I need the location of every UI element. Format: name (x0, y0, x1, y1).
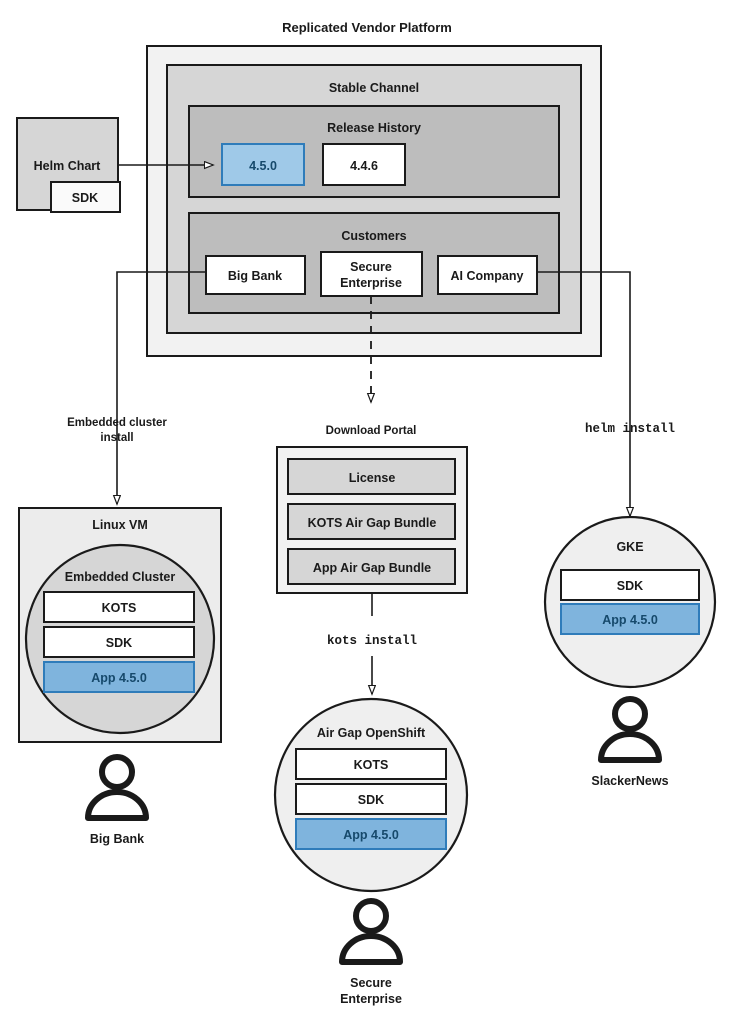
connector-label-embedded-install-line2: install (100, 432, 133, 444)
connector-label-kots-install: kots install (327, 634, 417, 648)
actor-icon-big-bank (85, 754, 149, 821)
customer-label-secure-enterprise-line1: Secure (350, 260, 392, 274)
connector-ai-company-to-gke (537, 271, 630, 516)
airgap-openshift-component-app-box[interactable] (295, 818, 447, 850)
embedded-cluster-label: Embedded Cluster (65, 570, 176, 584)
airgap-openshift-component-sdk-box[interactable] (295, 783, 447, 815)
actor-label-slackernews: SlackerNews (591, 774, 668, 788)
actor-label-big-bank: Big Bank (90, 832, 144, 846)
connector-label-helm-install: helm install (585, 422, 675, 436)
gke-component-app-label: App 4.5.0 (602, 613, 658, 627)
connector-big-bank-to-linux-vm (117, 271, 206, 504)
gke-component-sdk-box[interactable] (560, 569, 700, 601)
customer-label-big-bank: Big Bank (228, 269, 282, 283)
linux-vm-component-kots-label: KOTS (102, 601, 137, 615)
download-portal-artifact-license-box[interactable] (287, 458, 456, 495)
airgap-openshift-component-app-label: App 4.5.0 (343, 828, 399, 842)
customer-label-ai-company: AI Company (451, 269, 524, 283)
download-portal-artifact-kots-bundle-label: KOTS Air Gap Bundle (308, 516, 437, 530)
download-portal-artifact-kots-bundle-box[interactable] (287, 503, 456, 540)
release-box-latest[interactable] (221, 143, 305, 186)
gke-component-sdk-label: SDK (617, 579, 643, 593)
linux-vm-component-kots-box[interactable] (43, 591, 195, 623)
actor-label-secure-enterprise-line2: Enterprise (340, 992, 402, 1006)
linux-vm-title: Linux VM (92, 518, 148, 532)
release-box-previous[interactable] (322, 143, 406, 186)
airgap-openshift-title: Air Gap OpenShift (317, 726, 426, 740)
stable-channel-label: Stable Channel (329, 81, 419, 95)
download-portal-artifact-license-label: License (349, 471, 396, 485)
release-history-label: Release History (327, 121, 421, 135)
release-version-latest: 4.5.0 (249, 159, 277, 173)
helm-chart-sdk-box[interactable] (50, 181, 121, 213)
helm-chart-sdk-label: SDK (72, 191, 98, 205)
linux-vm-component-sdk-label: SDK (106, 636, 132, 650)
linux-vm-component-app-box[interactable] (43, 661, 195, 693)
release-version-previous: 4.4.6 (350, 159, 378, 173)
gke-circle (543, 515, 717, 689)
actor-icon-secure-enterprise (339, 898, 403, 965)
actor-label-secure-enterprise-line1: Secure (350, 976, 392, 990)
customer-box-ai-company[interactable] (437, 255, 538, 295)
customers-label: Customers (341, 229, 406, 243)
customer-box-big-bank[interactable] (205, 255, 306, 295)
customer-label-secure-enterprise-line2: Enterprise (340, 276, 402, 290)
actor-icon-slackernews (598, 696, 662, 763)
airgap-openshift-component-kots-box[interactable] (295, 748, 447, 780)
linux-vm-component-app-label: App 4.5.0 (91, 671, 147, 685)
airgap-openshift-component-sdk-label: SDK (358, 793, 384, 807)
download-portal-artifact-app-bundle-box[interactable] (287, 548, 456, 585)
customer-box-secure-enterprise[interactable] (320, 251, 423, 297)
download-portal-artifact-app-bundle-label: App Air Gap Bundle (313, 561, 431, 575)
linux-vm-component-sdk-box[interactable] (43, 626, 195, 658)
connector-label-download-portal: Download Portal (326, 425, 417, 437)
gke-title: GKE (616, 540, 643, 554)
page-title: Replicated Vendor Platform (282, 20, 452, 35)
helm-chart-label: Helm Chart (34, 159, 102, 173)
airgap-openshift-component-kots-label: KOTS (354, 758, 389, 772)
connector-label-embedded-install-line1: Embedded cluster (67, 417, 167, 429)
gke-component-app-box[interactable] (560, 603, 700, 635)
